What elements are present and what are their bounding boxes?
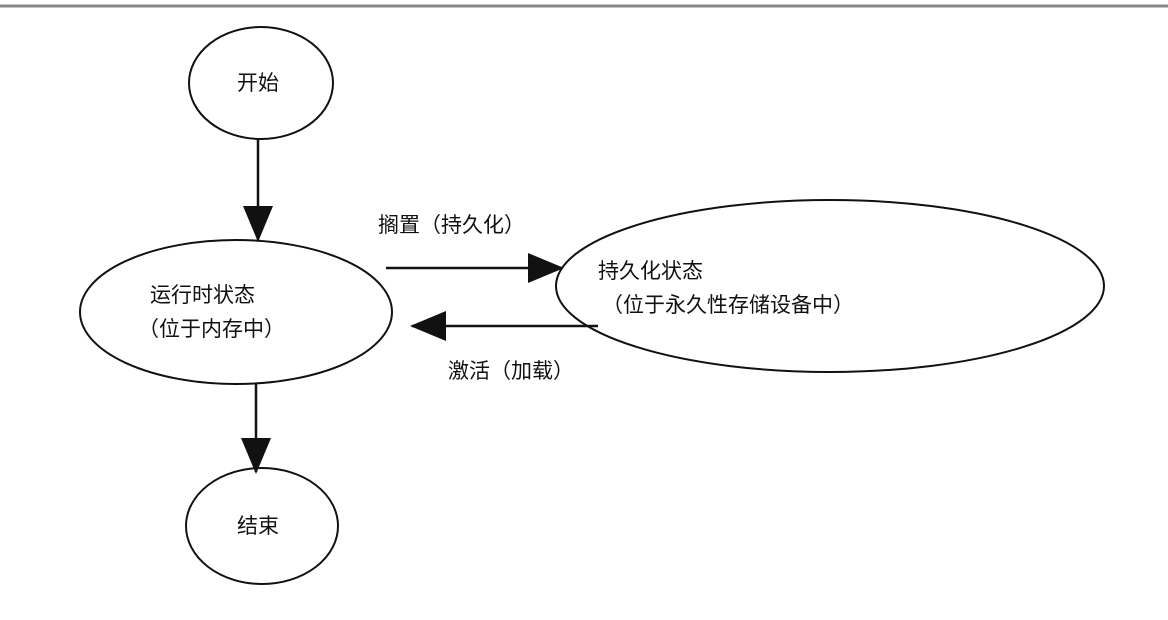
start-node (188, 26, 334, 140)
runtime-label-line1: 运行时状态 (150, 283, 255, 307)
end-label: 结束 (237, 514, 279, 538)
persist-edge-label: 搁置（持久化） (378, 213, 525, 237)
runtime-label-line2: （位于内存中） (138, 317, 285, 341)
end-node (185, 467, 339, 585)
activate-edge-label: 激活（加载） (448, 359, 574, 383)
runtime-node (79, 239, 393, 385)
persistent-label-line1: 持久化状态 (598, 259, 703, 283)
persistent-label-line2: （位于永久性存储设备中） (602, 293, 854, 317)
start-label: 开始 (237, 71, 279, 95)
persistent-node (555, 199, 1105, 373)
